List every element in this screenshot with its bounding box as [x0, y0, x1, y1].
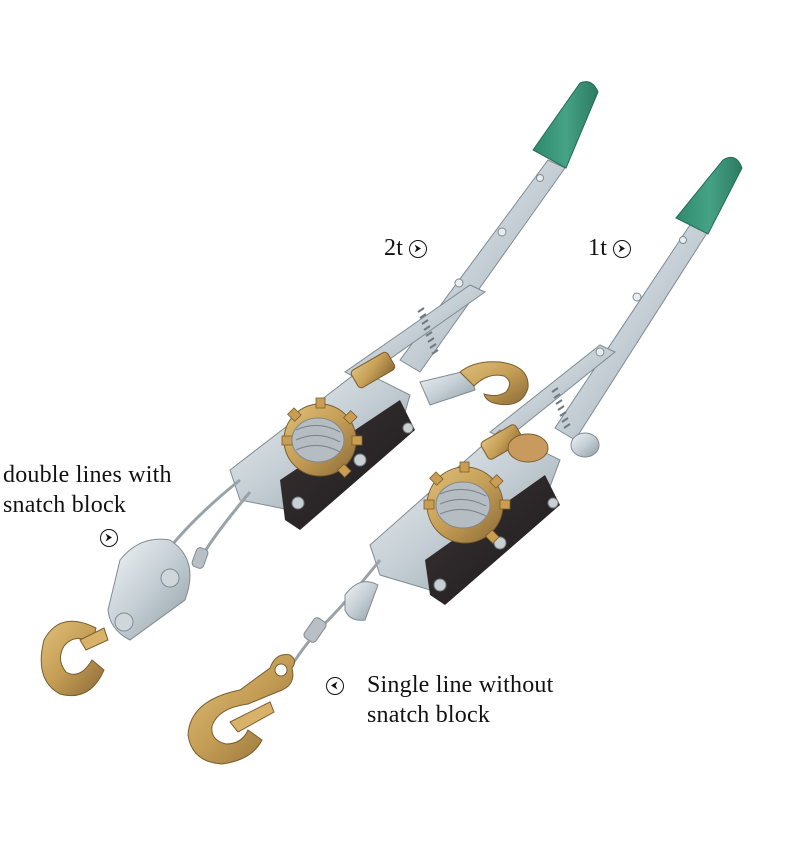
- label-capacity-1t: 1t: [588, 233, 632, 263]
- double-lines-line2: snatch block: [3, 492, 127, 518]
- puller-2t: [40, 81, 599, 696]
- arrow-right-circle-icon: [409, 240, 428, 259]
- label-capacity-2t: 2t: [384, 233, 428, 263]
- double-lines-line1: double lines with: [3, 462, 172, 488]
- arrow-left-circle-icon: [326, 677, 344, 695]
- label-2t-text: 2t: [384, 235, 404, 261]
- single-line-line2: snatch block: [367, 702, 491, 728]
- label-1t-text: 1t: [588, 235, 608, 261]
- puller-1t: [187, 156, 743, 765]
- arrow-right-circle-icon: [613, 240, 632, 259]
- arrow-right-circle-icon: [100, 529, 118, 547]
- label-double-lines: double lines with snatch block: [3, 460, 172, 520]
- single-line-line1: Single line without: [367, 672, 554, 698]
- label-single-line: Single line without snatch block: [367, 670, 553, 730]
